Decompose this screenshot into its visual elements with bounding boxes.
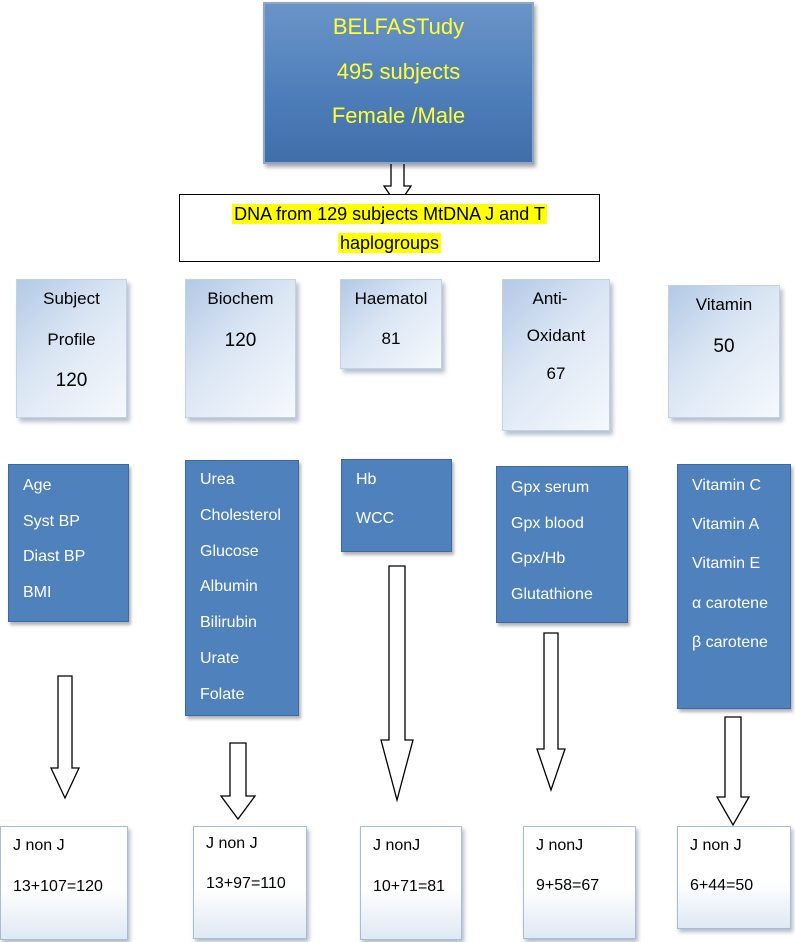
list-item: Albumin xyxy=(200,578,258,595)
result-header: J non J xyxy=(206,835,258,852)
study-sex: Female /Male xyxy=(331,103,466,128)
category-label: Anti- xyxy=(532,289,568,308)
list-item: Folate xyxy=(200,686,245,703)
list-item: Gpx/Hb xyxy=(511,550,566,567)
list-item: Gpx blood xyxy=(511,515,584,532)
list-item: α carotene xyxy=(692,595,768,612)
category-count: 67 xyxy=(546,364,566,383)
arrow-vitamin-to-result xyxy=(715,716,751,827)
list-item: Urea xyxy=(200,471,235,488)
category-haematol: Haematol 81 xyxy=(340,279,442,369)
list-subject-profile: Age Syst BP Diast BP BMI xyxy=(8,464,129,622)
arrow-biochem-to-result xyxy=(219,742,257,821)
dna-text-line1: DNA from 129 subjects MtDNA J and T xyxy=(232,204,547,224)
list-item: Diast BP xyxy=(23,548,86,565)
category-biochem: Biochem 120 xyxy=(185,279,296,418)
result-value: 9+58=67 xyxy=(536,877,600,894)
list-item: Urate xyxy=(200,650,240,667)
category-subject-profile: Subject Profile 120 xyxy=(16,279,127,418)
result-antioxidant: J nonJ 9+58=67 xyxy=(523,826,636,939)
list-item: Gpx serum xyxy=(511,479,590,496)
list-item: Vitamin A xyxy=(692,516,760,533)
result-value: 6+44=50 xyxy=(690,877,754,894)
list-item: WCC xyxy=(356,510,395,527)
category-label: Subject xyxy=(43,289,100,308)
result-value: 13+107=120 xyxy=(13,878,103,895)
category-label: Profile xyxy=(47,330,96,349)
category-count: 50 xyxy=(713,336,735,357)
result-haematol: J nonJ 10+71=81 xyxy=(360,826,462,940)
list-item: Cholesterol xyxy=(200,507,281,524)
dna-text-line2: haplogroups xyxy=(337,233,442,253)
list-item: Hb xyxy=(356,471,377,488)
category-antioxidant: Anti- Oxidant 67 xyxy=(502,279,610,431)
list-biochem: Urea Cholesterol Glucose Albumin Bilirub… xyxy=(185,460,299,716)
list-item: Syst BP xyxy=(23,513,80,530)
list-haematol: Hb WCC xyxy=(341,459,452,552)
category-vitamin: Vitamin 50 xyxy=(668,285,780,418)
result-value: 13+97=110 xyxy=(206,875,286,892)
list-vitamin: Vitamin C Vitamin A Vitamin E α carotene… xyxy=(677,464,791,709)
result-header: J non J xyxy=(690,837,742,854)
list-item: Vitamin C xyxy=(692,477,762,494)
result-vitamin: J non J 6+44=50 xyxy=(677,826,791,929)
category-count: 120 xyxy=(224,330,257,351)
result-header: J non J xyxy=(13,837,65,854)
dna-box: DNA from 129 subjects MtDNA J and T hapl… xyxy=(179,194,600,262)
study-header-box: BELFASTudy 495 subjects Female /Male xyxy=(263,2,534,164)
list-item: Bilirubin xyxy=(200,614,257,631)
arrow-antioxidant-to-result xyxy=(536,632,566,793)
category-label: Vitamin xyxy=(695,295,753,314)
category-count: 120 xyxy=(55,370,88,391)
list-antioxidant: Gpx serum Gpx blood Gpx/Hb Glutathione xyxy=(496,466,628,623)
list-item: Glutathione xyxy=(511,586,593,603)
result-header: J nonJ xyxy=(536,837,584,854)
category-label: Oxidant xyxy=(526,326,586,345)
result-biochem: J non J 13+97=110 xyxy=(193,826,307,939)
list-item: β carotene xyxy=(692,634,768,651)
list-item: Age xyxy=(23,477,52,494)
arrow-subject-to-result xyxy=(49,675,81,800)
study-subjects: 495 subjects xyxy=(336,59,461,84)
list-item: Vitamin E xyxy=(692,555,761,572)
list-item: BMI xyxy=(23,584,52,601)
result-value: 10+71=81 xyxy=(373,878,446,895)
category-count: 81 xyxy=(381,329,401,348)
arrow-haematol-to-result xyxy=(380,565,414,803)
category-label: Biochem xyxy=(207,289,274,308)
result-subject-profile: J non J 13+107=120 xyxy=(0,826,128,940)
study-name: BELFASTudy xyxy=(332,14,465,39)
result-header: J nonJ xyxy=(373,837,421,854)
category-label: Haematol xyxy=(354,289,428,308)
list-item: Glucose xyxy=(200,543,259,560)
